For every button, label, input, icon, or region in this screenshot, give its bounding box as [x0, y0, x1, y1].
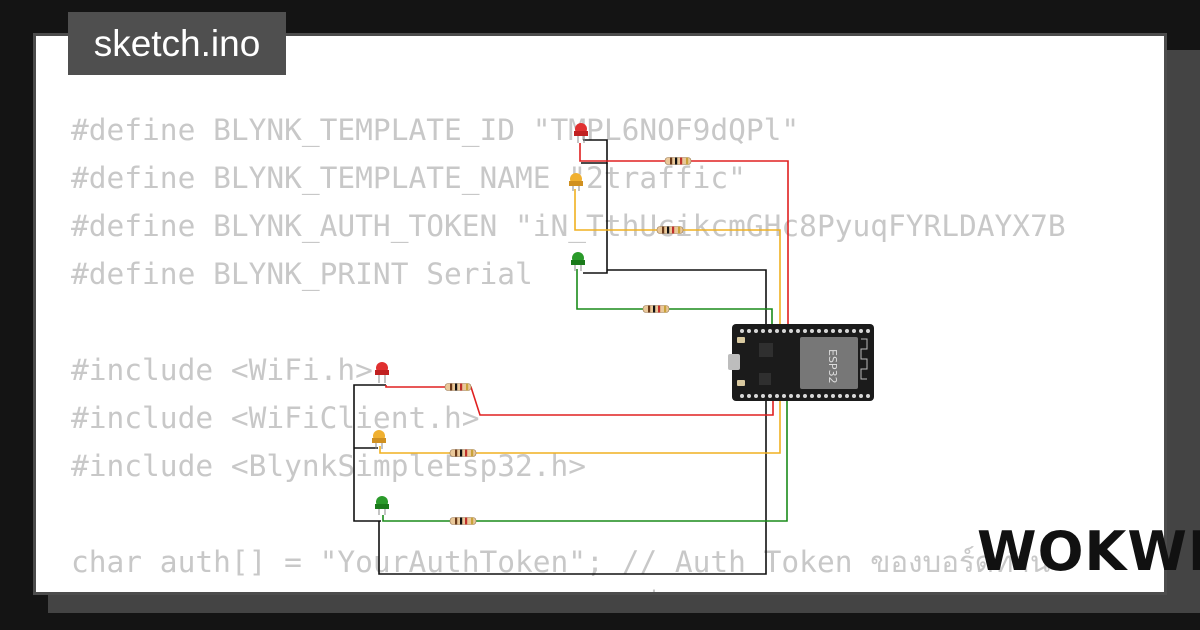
code-preview: #define BLYNK_TEMPLATE_ID "TMPL6NOF9dQPl… [71, 106, 1066, 592]
code-line: #include <BlynkSimpleEsp32.h> [71, 449, 587, 483]
red-led-icon[interactable] [375, 362, 389, 383]
green-led-icon[interactable] [571, 252, 585, 271]
yellow-led-icon[interactable] [372, 430, 386, 449]
green-led-icon[interactable] [375, 496, 389, 515]
usb-port [728, 354, 740, 370]
resistor-icon[interactable] [449, 517, 477, 525]
circuit-diagram[interactable]: ESP32 [36, 36, 1167, 595]
green-wires [382, 269, 788, 522]
code-line: #include <WiFi.h> [71, 353, 373, 387]
code-line: char auth[] = "YourAuthToken"; // Auth T… [71, 545, 1051, 579]
code-line: #define BLYNK_TEMPLATE_NAME "2traffic" [71, 161, 746, 195]
resistor-icon[interactable] [642, 305, 670, 313]
esp32-chip [800, 337, 858, 389]
code-line: #define BLYNK_TEMPLATE_ID "TMPL6NOF9dQPl… [71, 113, 800, 147]
red-led-icon[interactable] [574, 123, 588, 143]
red-wires [385, 143, 789, 416]
code-line: #include <WiFiClient.h> [71, 401, 480, 435]
resistor-icon[interactable] [656, 226, 684, 234]
resistor-icon[interactable] [664, 157, 692, 165]
file-tab[interactable]: sketch.ino [68, 12, 286, 75]
preview-card[interactable]: #define BLYNK_TEMPLATE_ID "TMPL6NOF9dQPl… [33, 33, 1167, 595]
yellow-wires [379, 189, 781, 454]
esp32-board[interactable]: ESP32 [728, 324, 874, 401]
yellow-led-icon[interactable] [569, 173, 583, 191]
resistor-icon[interactable] [449, 449, 477, 457]
wokwi-logo: WOKWI [977, 520, 1200, 583]
code-line: #define BLYNK_PRINT Serial [71, 257, 533, 291]
ground-wires [353, 139, 767, 575]
esp32-label: ESP32 [826, 349, 839, 384]
resistor-icon[interactable] [444, 383, 472, 391]
